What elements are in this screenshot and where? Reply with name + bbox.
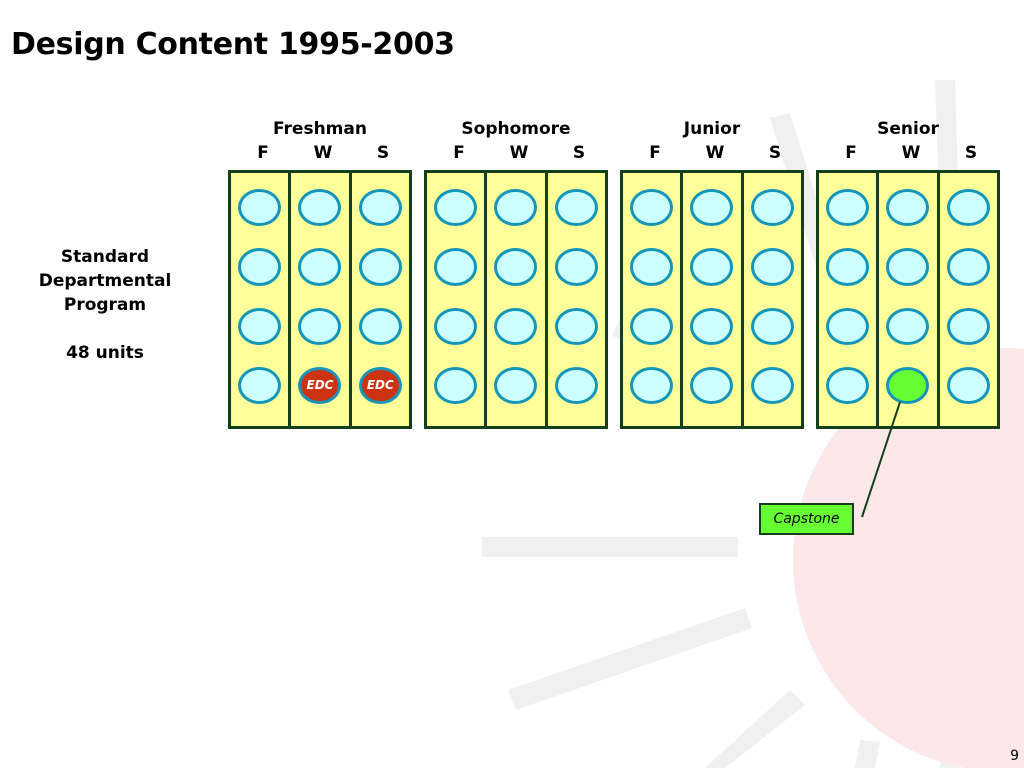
- term-label: F: [453, 143, 465, 163]
- course-slot: [554, 307, 598, 345]
- course-slot: [750, 366, 794, 404]
- course-slot: [630, 248, 674, 286]
- term-column-winter: [484, 173, 544, 426]
- course-slot: [494, 189, 538, 227]
- term-column-spring: EDC: [348, 173, 409, 426]
- term-label: F: [257, 143, 269, 163]
- year-block-freshman: EDC EDC: [228, 170, 412, 429]
- course-slot: [886, 189, 930, 227]
- year-name: Junior: [683, 119, 741, 139]
- course-slot: [554, 366, 598, 404]
- course-slot: [298, 189, 342, 227]
- term-column-spring: [740, 173, 801, 426]
- course-slot: [946, 366, 990, 404]
- term-label: F: [649, 143, 661, 163]
- edc-course: EDC: [358, 366, 402, 404]
- course-slot: [554, 248, 598, 286]
- course-slot: [434, 189, 478, 227]
- year-block-senior: [816, 170, 1000, 429]
- program-label: Standard Departmental Program 48 units: [20, 245, 190, 365]
- course-slot: [750, 248, 794, 286]
- course-slot: [690, 248, 734, 286]
- course-slot: [630, 189, 674, 227]
- course-slot: [826, 307, 870, 345]
- term-label: S: [572, 143, 586, 163]
- course-slot: [946, 248, 990, 286]
- term-label: S: [964, 143, 978, 163]
- course-slot: [238, 366, 282, 404]
- course-slot: [358, 189, 402, 227]
- course-slot: [946, 307, 990, 345]
- course-slot: [630, 366, 674, 404]
- course-slot: [358, 307, 402, 345]
- course-slot: [238, 248, 282, 286]
- year-block-junior: [620, 170, 804, 429]
- course-slot: [298, 248, 342, 286]
- term-label: W: [705, 143, 725, 163]
- course-slot: [826, 366, 870, 404]
- year-name: Sophomore: [461, 119, 571, 139]
- course-slot: [750, 307, 794, 345]
- course-slot: [886, 248, 930, 286]
- course-slot: [826, 189, 870, 227]
- year-name: Senior: [877, 119, 939, 139]
- term-label: W: [509, 143, 529, 163]
- term-label: W: [313, 143, 333, 163]
- year-header-junior: Junior F W S: [620, 117, 804, 165]
- course-slot: [494, 248, 538, 286]
- term-column-fall: [427, 173, 484, 426]
- course-slot: [554, 189, 598, 227]
- term-column-fall: [623, 173, 680, 426]
- year-name: Freshman: [273, 119, 367, 139]
- term-label: S: [376, 143, 390, 163]
- course-slot: [434, 248, 478, 286]
- term-column-winter: [876, 173, 936, 426]
- term-column-fall: [819, 173, 876, 426]
- course-slot: [298, 307, 342, 345]
- edc-label: EDC: [306, 378, 334, 393]
- course-slot: [750, 189, 794, 227]
- term-column-winter: [680, 173, 740, 426]
- term-column-fall: [231, 173, 288, 426]
- slide-title: Design Content 1995-2003: [11, 27, 455, 62]
- course-slot: [494, 307, 538, 345]
- page-number: 9: [1010, 748, 1019, 764]
- year-header-freshman: Freshman F W S: [228, 117, 412, 165]
- term-label: W: [901, 143, 921, 163]
- term-column-spring: [936, 173, 997, 426]
- course-slot: [434, 307, 478, 345]
- year-block-sophomore: [424, 170, 608, 429]
- course-slot: [494, 366, 538, 404]
- program-name: Standard Departmental Program: [38, 247, 172, 315]
- year-header-sophomore: Sophomore F W S: [424, 117, 608, 165]
- course-slot: [690, 189, 734, 227]
- capstone-callout: Capstone: [759, 503, 854, 535]
- course-slot: [630, 307, 674, 345]
- term-column-winter: EDC: [288, 173, 348, 426]
- sun-disc: [793, 348, 1024, 768]
- edc-label: EDC: [366, 378, 394, 393]
- term-column-spring: [544, 173, 605, 426]
- course-slot: [690, 366, 734, 404]
- program-units: 48 units: [66, 343, 144, 363]
- course-slot: [826, 248, 870, 286]
- course-slot: [358, 248, 402, 286]
- term-label: F: [845, 143, 857, 163]
- term-label: S: [768, 143, 782, 163]
- capstone-course: [886, 366, 930, 404]
- edc-course: EDC: [298, 366, 342, 404]
- course-slot: [690, 307, 734, 345]
- course-slot: [946, 189, 990, 227]
- course-slot: [238, 307, 282, 345]
- course-slot: [886, 307, 930, 345]
- year-header-senior: Senior F W S: [816, 117, 1000, 165]
- course-slot: [238, 189, 282, 227]
- course-slot: [434, 366, 478, 404]
